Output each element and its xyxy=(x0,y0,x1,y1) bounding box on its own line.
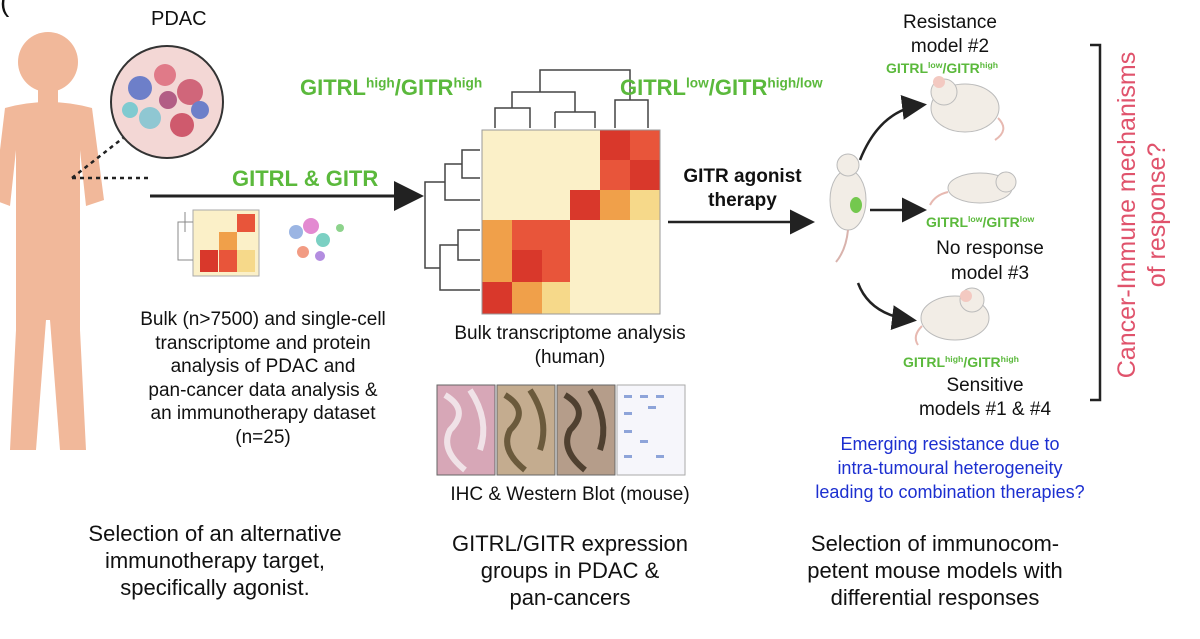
resistance-line: Resistance xyxy=(903,12,997,33)
noresponse-mouse-icon xyxy=(929,171,1017,206)
left-description-line: Bulk (n>7500) and single-cell xyxy=(140,309,386,330)
sensitive-mouse-icon xyxy=(914,287,990,346)
clustered-heatmap xyxy=(481,129,661,315)
resistance-g1: GITRL xyxy=(886,60,928,76)
vertical-question-line: Cancer-Immune mechanisms xyxy=(1113,51,1141,379)
right-caption-line: differential responses xyxy=(830,585,1040,610)
sensitive-g1: GITRL xyxy=(903,354,945,370)
right-caption-line: Selection of immunocom- xyxy=(810,531,1060,556)
group-high-sup1: high xyxy=(366,75,395,91)
resistance-genotype: GITRLlow/GITRhigh xyxy=(886,60,998,76)
arrow-resistance xyxy=(858,94,927,161)
right-bracket xyxy=(1090,43,1102,402)
sensitive-line: Sensitive xyxy=(946,375,1024,396)
treated-mouse-icon xyxy=(829,153,867,263)
sensitive-s2: high xyxy=(1000,354,1019,365)
vertical-question: Cancer-Immune mechanisms of response? xyxy=(1112,15,1172,415)
noresponse-line: model #3 xyxy=(950,263,1030,284)
middle-caption: GITRL/GITR expression groups in PDAC & p… xyxy=(400,530,740,611)
group-high-gitrl: GITRL xyxy=(300,75,366,100)
emerging-line: Emerging resistance due to xyxy=(840,434,1060,454)
vertical-question-line: of response? xyxy=(1143,142,1171,288)
group-low-label: GITRLlow/GITRhigh/low xyxy=(620,75,823,101)
group-high-label: GITRLhigh/GITRhigh xyxy=(300,75,482,101)
emerging-resistance-note: Emerging resistance due to intra-tumoura… xyxy=(770,432,1130,504)
dendrogram-left xyxy=(424,149,480,291)
left-description-line: an immunotherapy dataset xyxy=(150,403,376,424)
human-silhouette-icon xyxy=(0,32,104,450)
pdac-tissue-icon xyxy=(110,45,224,159)
panel-letter: ( xyxy=(0,0,10,17)
sensitive-label: Sensitive models #1 & #4 xyxy=(905,374,1065,422)
pdac-label: PDAC xyxy=(151,8,207,30)
group-high-gitr: /GITR xyxy=(394,75,454,100)
middle-caption-line: GITRL/GITR expression xyxy=(452,531,688,556)
therapy-label: GITR agonist therapy xyxy=(670,165,815,213)
noresponse-g2: /GITR xyxy=(982,214,1020,230)
resistance-mouse-icon xyxy=(930,76,1005,141)
left-description-line: transcriptome and protein xyxy=(155,332,371,354)
group-low-gitrl: GITRL xyxy=(620,75,686,100)
left-caption-line: immunotherapy target, xyxy=(104,548,326,573)
heatmap-caption: Bulk transcriptome analysis (human) xyxy=(420,322,720,370)
noresponse-s2: low xyxy=(1019,214,1035,225)
ihc-images xyxy=(436,384,616,476)
small-heatmap-icon xyxy=(177,209,260,277)
group-high-sup2: high xyxy=(453,75,483,91)
resistance-line: model #2 xyxy=(910,36,990,57)
sensitive-g2: /GITR xyxy=(963,354,1001,370)
scatter-thumbnail-icon xyxy=(289,218,344,261)
resistance-g2: /GITR xyxy=(942,60,980,76)
group-low-sup2: high/low xyxy=(767,75,823,91)
heatmap-caption-line: Bulk transcriptome analysis xyxy=(454,323,686,344)
sensitive-genotype: GITRLhigh/GITRhigh xyxy=(903,354,1019,370)
noresponse-genotype: GITRLlow/GITRlow xyxy=(926,214,1034,230)
noresponse-s1: low xyxy=(968,214,983,225)
group-low-sup1: low xyxy=(686,75,709,91)
western-blot-image xyxy=(616,384,686,476)
resistance-label: Resistance model #2 xyxy=(880,11,1020,59)
middle-caption-line: groups in PDAC & xyxy=(480,558,660,583)
sensitive-s1: high xyxy=(945,354,964,365)
noresponse-line: No response xyxy=(936,238,1044,259)
gitrl-gitr-label: GITRL & GITR xyxy=(232,166,379,191)
emerging-line: leading to combination therapies? xyxy=(815,482,1085,502)
left-description: Bulk (n>7500) and single-cell transcript… xyxy=(98,308,428,449)
left-description-line: pan-cancer data analysis & xyxy=(148,379,378,401)
sensitive-line: models #1 & #4 xyxy=(918,399,1052,420)
noresponse-g1: GITRL xyxy=(926,214,968,230)
blot-caption: IHC & Western Blot (mouse) xyxy=(450,484,690,505)
resistance-s1: low xyxy=(928,60,943,71)
right-caption-line: petent mouse models with xyxy=(807,558,1063,583)
left-description-line: analysis of PDAC and xyxy=(170,356,356,377)
heatmap-caption-line: (human) xyxy=(534,347,606,368)
left-caption-line: Selection of an alternative xyxy=(88,521,342,546)
therapy-label-line: therapy xyxy=(708,190,777,211)
group-low-gitr: /GITR xyxy=(708,75,768,100)
left-caption-line: specifically agonist. xyxy=(120,575,310,600)
pdac-pointer xyxy=(71,137,150,180)
emerging-line: intra-tumoural heterogeneity xyxy=(837,458,1063,478)
resistance-s2: high xyxy=(979,60,999,71)
noresponse-label: No response model #3 xyxy=(920,236,1060,286)
therapy-label-line: GITR agonist xyxy=(683,166,802,187)
middle-caption-line: pan-cancers xyxy=(509,585,631,610)
right-caption: Selection of immunocom- petent mouse mod… xyxy=(760,530,1110,611)
left-caption: Selection of an alternative immunotherap… xyxy=(40,520,390,601)
left-description-line: (n=25) xyxy=(235,426,291,448)
arrow-sensitive xyxy=(856,282,917,331)
dendrogram-top xyxy=(494,69,649,128)
